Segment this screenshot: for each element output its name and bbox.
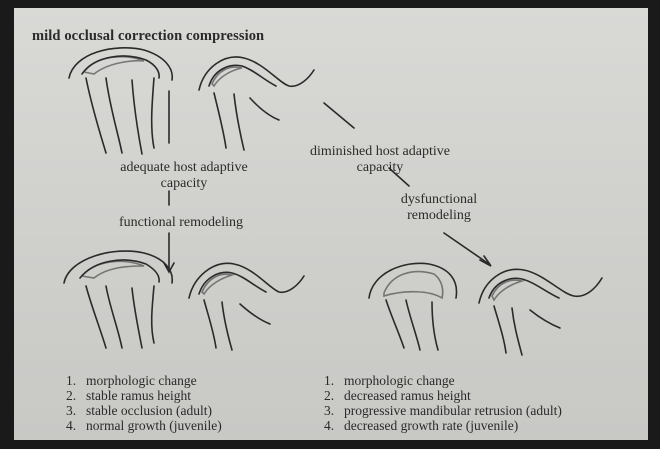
item-number: 2. <box>324 388 344 403</box>
item-text: progressive mandibular retrusion (adult) <box>344 403 562 418</box>
list-item: 3.progressive mandibular retrusion (adul… <box>324 403 562 418</box>
label-diminished-line1: diminished host adaptive <box>280 144 480 160</box>
label-diminished-capacity: diminished host adaptive capacity <box>280 144 480 176</box>
item-text: decreased ramus height <box>344 388 471 403</box>
item-number: 2. <box>66 388 86 403</box>
item-text: decreased growth rate (juvenile) <box>344 418 518 433</box>
item-text: stable ramus height <box>86 388 191 403</box>
condyle-sagittal-bottom-right <box>479 269 602 355</box>
label-diminished-line2: capacity <box>280 160 480 176</box>
list-item: 1.morphologic change <box>66 373 222 388</box>
item-number: 1. <box>324 373 344 388</box>
label-dysfunctional-line2: remodeling <box>384 208 494 224</box>
list-item: 1.morphologic change <box>324 373 562 388</box>
label-adequate-line2: capacity <box>84 176 284 192</box>
condyle-sagittal-top <box>199 57 314 150</box>
item-text: morphologic change <box>86 373 197 388</box>
item-number: 3. <box>66 403 86 418</box>
list-item: 2.stable ramus height <box>66 388 222 403</box>
item-text: morphologic change <box>344 373 455 388</box>
list-item: 2.decreased ramus height <box>324 388 562 403</box>
item-number: 4. <box>324 418 344 433</box>
outcomes-list-right: 1.morphologic change 2.decreased ramus h… <box>324 373 562 433</box>
condyle-frontal-bottom-left <box>64 251 172 348</box>
outcomes-list-left: 1.morphologic change 2.stable ramus heig… <box>66 373 222 433</box>
diagram-page: mild occlusal correction compression <box>14 8 648 440</box>
label-dysfunctional-remodeling: dysfunctional remodeling <box>384 192 494 224</box>
item-text: stable occlusion (adult) <box>86 403 212 418</box>
list-item: 3.stable occlusion (adult) <box>66 403 222 418</box>
condyle-frontal-top <box>69 48 172 154</box>
list-item: 4.decreased growth rate (juvenile) <box>324 418 562 433</box>
label-dysfunctional-line1: dysfunctional <box>384 192 494 208</box>
condyle-frontal-bottom-right <box>369 263 457 350</box>
item-number: 4. <box>66 418 86 433</box>
item-number: 1. <box>66 373 86 388</box>
list-item: 4.normal growth (juvenile) <box>66 418 222 433</box>
label-adequate-capacity: adequate host adaptive capacity <box>84 160 284 192</box>
item-number: 3. <box>324 403 344 418</box>
item-text: normal growth (juvenile) <box>86 418 222 433</box>
label-adequate-line1: adequate host adaptive <box>84 160 284 176</box>
label-functional-remodeling: functional remodeling <box>86 215 276 231</box>
condyle-sagittal-bottom-left <box>189 263 304 350</box>
